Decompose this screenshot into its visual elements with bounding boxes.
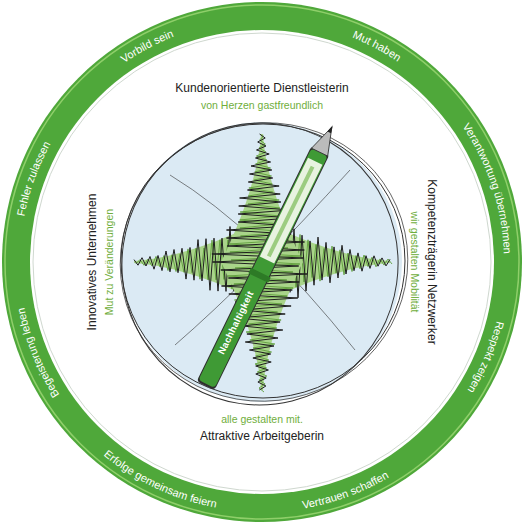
pen-body (198, 148, 327, 388)
sketch-stroke (94, 96, 434, 428)
pillar-motto: alle gestalten mit. (221, 413, 303, 425)
pen-clip-ring (248, 268, 270, 283)
ring-value: Mut haben (351, 28, 403, 63)
inner-disc (30, 30, 494, 494)
ring-value: Begeisterung leben (14, 307, 61, 400)
ring-text-line: Respekt zeigen (466, 320, 507, 395)
ring-value: Vertrauen schaffen (301, 469, 390, 511)
ring-texts: Vorbild sein Mut habenVerantwortung übern… (14, 27, 513, 510)
ring-edge (5, 5, 519, 519)
pillar-motto: wir gestalten Mobilität (409, 212, 421, 313)
pillar-heading: Innovatives Unternehmen (85, 194, 99, 331)
ring-text-line: Erfolge gemeinsam feiern (102, 447, 218, 509)
ring-value: Verantwortung übernehmen (461, 121, 514, 254)
ring-value: Erfolge gemeinsam feiern (102, 447, 218, 509)
pen-tip (312, 123, 340, 156)
ring-text-line: Vertrauen schaffen (301, 469, 390, 511)
zigzag-cross (134, 134, 392, 392)
sketch-stroke (121, 124, 405, 398)
pen-band (260, 158, 323, 264)
ring-text-line: Fehler zulassen (14, 139, 52, 217)
ring-value: Fehler zulassen (14, 139, 52, 217)
pen-band-line (267, 166, 314, 258)
ring-text-line: Vorbild sein (118, 27, 175, 65)
ring-value: Vorbild sein (118, 27, 175, 65)
pen-shadow (197, 146, 330, 390)
ring-value: Respekt zeigen (466, 320, 507, 395)
mission-disc: Kundenorientierte Dienstleisterin von Her… (30, 30, 494, 494)
pen-point (327, 124, 334, 133)
pillar-motto: von Herzen gastfreundlich (201, 99, 323, 111)
pillar-heading: Kompetenzträgerin Netzwerker (425, 179, 439, 344)
ring-text-line: Verantwortung übernehmen (461, 121, 514, 254)
ring-text-line: Mut haben (351, 28, 403, 63)
pen (196, 120, 343, 390)
ring-text-line: Begeisterung leben (14, 307, 61, 400)
disc-edge (33, 33, 491, 491)
sketch-stroke (104, 105, 417, 423)
sketch-strokes (94, 96, 434, 428)
pillar-motto: Mut zu Veränderungen (103, 209, 115, 315)
pillar-heading: Kundenorientierte Dienstleisterin (175, 81, 348, 95)
pillar-heading: Attraktive Arbeitgeberin (200, 429, 324, 443)
